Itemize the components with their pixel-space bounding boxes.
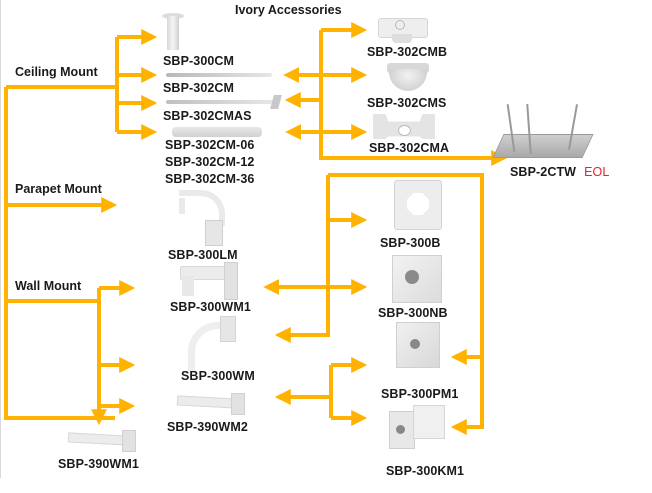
label-sbp2ctw-text: SBP-2CTW — [510, 165, 577, 179]
sbp302cm06-image — [172, 127, 262, 137]
label-sbp302cmb: SBP-302CMB — [367, 45, 448, 59]
sbp300nb-image — [392, 255, 442, 303]
label-sbp300wm: SBP-300WM — [181, 369, 255, 383]
eol-badge: EOL — [584, 165, 610, 179]
sbp300wm1-image — [180, 262, 238, 300]
label-sbp300lm: SBP-300LM — [168, 248, 238, 262]
box-outer-loop — [328, 173, 484, 435]
label-sbp302cma: SBP-302CMA — [369, 141, 450, 155]
label-sbp300km1: SBP-300KM1 — [386, 464, 465, 478]
trunk-main — [4, 87, 115, 420]
label-sbp302cmas: SBP-302CMAS — [163, 109, 252, 123]
label-sbp302cm36: SBP-302CM-36 — [165, 172, 255, 186]
sbp2ctw-image — [492, 103, 594, 164]
sbp300b-image — [394, 180, 442, 230]
box-inner-vertical — [274, 175, 330, 343]
label-sbp302cms: SBP-302CMS — [367, 96, 447, 110]
label-sbp302cm: SBP-302CM — [163, 81, 235, 95]
label-sbp300nb: SBP-300NB — [378, 306, 448, 320]
sbp302cms-image — [387, 63, 429, 93]
sbp302cm-image — [166, 73, 272, 77]
sbp300wm-image — [188, 316, 236, 371]
category-parapet-mount: Parapet Mount — [15, 182, 102, 196]
sbp300pm1-image — [396, 322, 440, 368]
sbp302cmas-image — [166, 95, 282, 109]
sbp300lm-image — [175, 190, 225, 246]
label-sbp300pm1: SBP-300PM1 — [381, 387, 459, 401]
label-sbp302cm06: SBP-302CM-06 — [165, 138, 255, 152]
label-sbp300wm1: SBP-300WM1 — [170, 300, 251, 314]
diagram-frame — [0, 0, 1, 478]
label-sbp300b: SBP-300B — [380, 236, 441, 250]
label-sbp390wm1: SBP-390WM1 — [58, 457, 139, 471]
sbp302cmb-image — [378, 14, 428, 44]
category-wall-mount: Wall Mount — [15, 279, 82, 293]
sbp302cma-image — [373, 114, 435, 139]
label-sbp300cm: SBP-300CM — [163, 54, 235, 68]
sbp390wm1-image — [67, 430, 136, 452]
category-ceiling-mount: Ceiling Mount — [15, 65, 98, 79]
sbp390wm2-image — [176, 393, 245, 415]
diagram-title: Ivory Accessories — [235, 3, 342, 17]
label-sbp390wm2: SBP-390WM2 — [167, 420, 248, 434]
label-sbp302cm12: SBP-302CM-12 — [165, 155, 255, 169]
label-sbp2ctw: SBP-2CTW EOL — [510, 165, 609, 179]
sbp300km1-image — [389, 405, 445, 449]
sbp300cm-image — [160, 13, 188, 53]
